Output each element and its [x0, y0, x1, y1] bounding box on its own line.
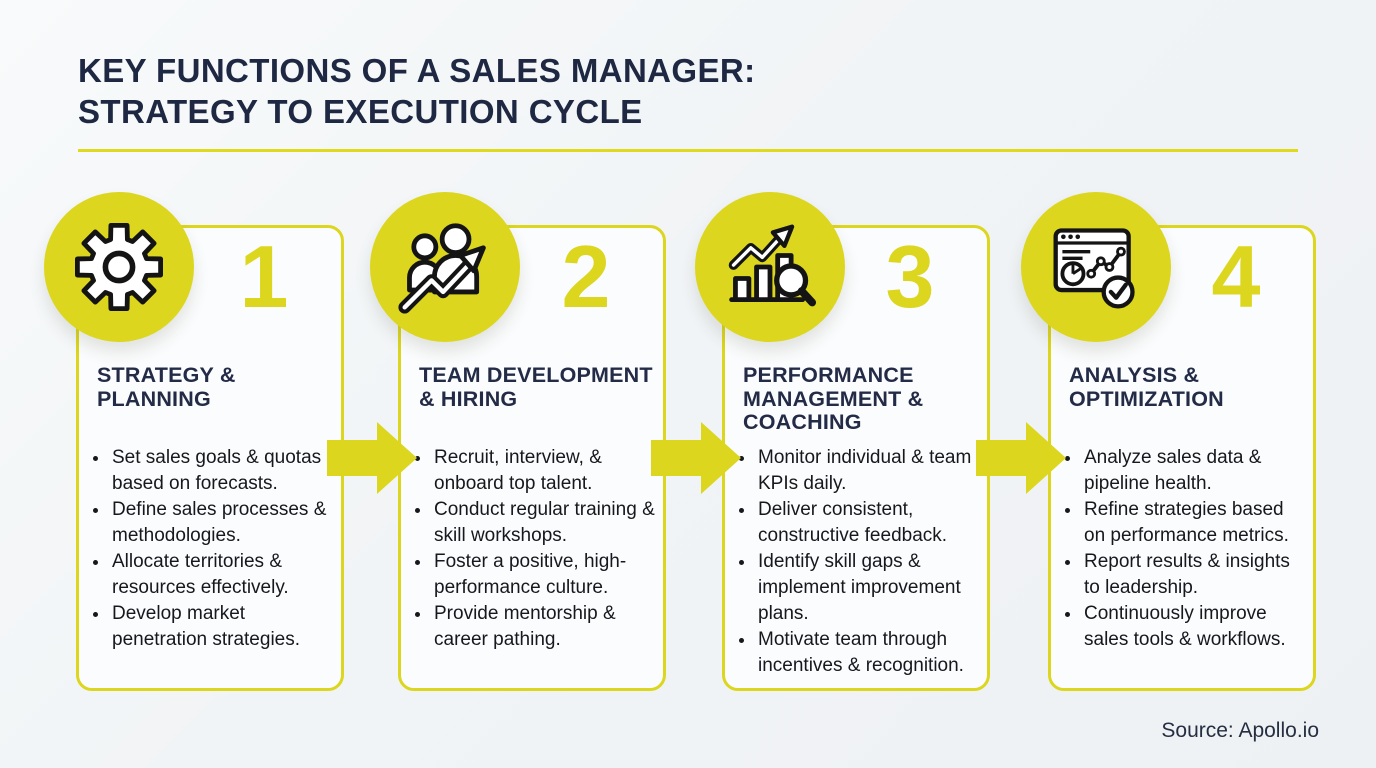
bullet-list: Monitor individual & team KPIs daily. De… — [737, 445, 982, 679]
step-icon-badge-3 — [695, 192, 845, 342]
bullet-item: Recruit, interview, & onboard top talent… — [432, 445, 658, 497]
bullet-item: Continuously improve sales tools & workf… — [1082, 601, 1308, 653]
title-divider — [78, 149, 1298, 152]
bullet-item: Deliver consistent, constructive feedbac… — [756, 497, 982, 549]
bullet-item: Refine strategies based on performance m… — [1082, 497, 1308, 549]
step-number-4: 4 — [1211, 227, 1261, 326]
bullet-item: Develop market penetration strategies. — [110, 601, 336, 653]
bullet-list: Recruit, interview, & onboard top talent… — [413, 445, 658, 653]
card-performance-management: 3 PERFORMANCE MANAGEMENT & COACHING Moni… — [722, 225, 990, 691]
card-team-development-hiring: 2 TEAM DEVELOPMENT & HIRING Recruit, int… — [398, 225, 666, 691]
bullet-item: Allocate territories & resources effecti… — [110, 549, 336, 601]
card-strategy-planning: 1 STRATEGY & PLANNING Set sales goals & … — [76, 225, 344, 691]
source-credit: Source: Apollo.io — [1161, 719, 1319, 742]
step-icon-badge-4 — [1021, 192, 1171, 342]
card-title-team-development: TEAM DEVELOPMENT & HIRING — [419, 363, 653, 411]
team-growth-icon — [398, 223, 486, 314]
card-title-performance-management: PERFORMANCE MANAGEMENT & COACHING — [743, 363, 924, 434]
step-icon-badge-1 — [44, 192, 194, 342]
bullet-item: Define sales processes & methodologies. — [110, 497, 336, 549]
arrow-right-icon — [976, 422, 1066, 494]
gear-icon — [75, 223, 164, 311]
dashboard-check-icon — [1053, 228, 1135, 309]
bullet-item: Provide mentorship & career pathing. — [432, 601, 658, 653]
bullet-item: Motivate team through incentives & recog… — [756, 627, 982, 679]
step-icon-badge-2 — [370, 192, 520, 342]
bullet-item: Report results & insights to leadership. — [1082, 549, 1308, 601]
bullet-item: Monitor individual & team KPIs daily. — [756, 445, 982, 497]
step-number-2: 2 — [561, 227, 611, 326]
bullet-item: Identify skill gaps & implement improvem… — [756, 549, 982, 627]
bullet-item: Set sales goals & quotas based on foreca… — [110, 445, 336, 497]
card-title-strategy-planning: STRATEGY & PLANNING — [97, 363, 236, 411]
card-title-analysis-optimization: ANALYSIS & OPTIMIZATION — [1069, 363, 1224, 411]
bullet-list: Set sales goals & quotas based on foreca… — [91, 445, 336, 653]
bullet-list: Analyze sales data & pipeline health. Re… — [1063, 445, 1308, 653]
arrow-right-icon — [327, 422, 417, 494]
arrow-right-icon — [651, 422, 741, 494]
bullet-item: Foster a positive, high-performance cult… — [432, 549, 658, 601]
bullet-item: Analyze sales data & pipeline health. — [1082, 445, 1308, 497]
bullet-item: Conduct regular training & skill worksho… — [432, 497, 658, 549]
page-title: KEY FUNCTIONS OF A SALES MANAGER: STRATE… — [78, 52, 756, 130]
performance-chart-magnifier-icon — [728, 224, 817, 307]
step-number-1: 1 — [239, 227, 289, 326]
step-number-3: 3 — [885, 227, 935, 326]
